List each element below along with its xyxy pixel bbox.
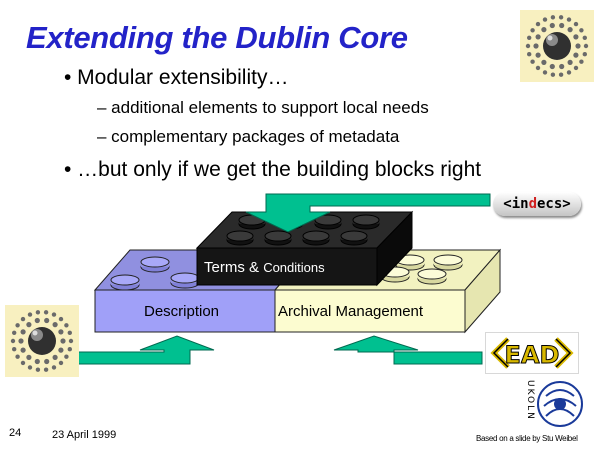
logo-dot bbox=[34, 317, 40, 324]
logo-dot bbox=[35, 367, 41, 372]
logo-dot bbox=[583, 43, 589, 49]
logo-dot bbox=[44, 358, 50, 365]
dublin-core-sphere-icon bbox=[525, 15, 589, 77]
slide-credit: Based on a slide by Stu Weibel bbox=[476, 434, 578, 443]
logo-dot bbox=[64, 323, 69, 328]
logo-dot bbox=[558, 15, 564, 20]
logo-dot bbox=[52, 354, 58, 360]
archival-management-label: Archival Management bbox=[278, 303, 424, 320]
logo-dot bbox=[550, 72, 556, 77]
logo-dot bbox=[541, 59, 547, 65]
dublin-core-logo-bottom bbox=[5, 305, 79, 377]
indecs-logo: <indecs> bbox=[493, 192, 581, 216]
logo-dot bbox=[27, 365, 33, 370]
logo-dot bbox=[27, 312, 33, 317]
logo-dot bbox=[58, 316, 64, 322]
logo-dot bbox=[68, 338, 74, 344]
logo-dot bbox=[549, 22, 555, 29]
logo-dot bbox=[64, 354, 69, 359]
logo-dot bbox=[575, 43, 581, 49]
logo-dot bbox=[533, 43, 539, 49]
logo-dot bbox=[567, 27, 573, 33]
logo-dot bbox=[530, 59, 535, 64]
logo-dot bbox=[34, 358, 40, 365]
logo-dot bbox=[20, 329, 26, 335]
logo-dot bbox=[43, 367, 49, 372]
logo-dot bbox=[58, 347, 64, 353]
logo-dot bbox=[35, 310, 41, 315]
terms-brick-face bbox=[196, 247, 378, 286]
logo-dot bbox=[51, 312, 57, 317]
logo-dot bbox=[535, 52, 541, 58]
description-label: Description bbox=[144, 303, 220, 320]
logo-dot bbox=[579, 59, 584, 64]
logo-dot bbox=[550, 15, 556, 20]
dublin-core-sphere-icon bbox=[10, 310, 74, 372]
logo-dot bbox=[20, 360, 26, 366]
logo-dot bbox=[10, 338, 16, 344]
logo-dot bbox=[20, 347, 26, 353]
logo-dot bbox=[58, 360, 64, 366]
bullet-building-blocks: • …but only if we get the building block… bbox=[64, 158, 482, 181]
logo-dot bbox=[60, 338, 66, 344]
logo-dot bbox=[566, 17, 572, 22]
logo-dot bbox=[582, 52, 587, 57]
logo-dot bbox=[541, 27, 547, 33]
description-brick-face bbox=[94, 289, 276, 333]
logo-dot bbox=[527, 35, 532, 40]
logo-dot bbox=[525, 43, 531, 49]
logo-dot bbox=[535, 65, 541, 71]
logo-dot bbox=[558, 72, 564, 77]
logo-dot bbox=[530, 28, 535, 33]
logo-dot bbox=[12, 347, 17, 352]
logo-dot bbox=[573, 52, 579, 58]
archival-brick-face bbox=[274, 289, 466, 333]
arrow-into-description bbox=[75, 335, 215, 365]
logo-dot bbox=[567, 59, 573, 65]
logo-dot bbox=[67, 330, 72, 335]
logo-dot bbox=[527, 52, 532, 57]
logo-dot bbox=[26, 322, 32, 328]
slide-title: Extending the Dublin Core bbox=[26, 20, 408, 55]
logo-dot bbox=[26, 354, 32, 360]
logo-dot bbox=[535, 21, 541, 27]
ead-logo: EAD bbox=[485, 332, 579, 374]
logo-dot bbox=[549, 63, 555, 70]
logo-dot bbox=[542, 17, 548, 22]
logo-dot bbox=[559, 63, 565, 70]
svg-text:UKOLN: UKOLN bbox=[525, 380, 535, 421]
logo-dot bbox=[20, 316, 26, 322]
sub-bullet-local-needs: – additional elements to support local n… bbox=[97, 98, 429, 117]
logo-dot bbox=[582, 35, 587, 40]
sub-bullet-packages: – complementary packages of metadata bbox=[97, 127, 400, 146]
logo-dot bbox=[18, 338, 24, 344]
svg-text:EAD: EAD bbox=[505, 341, 560, 369]
logo-dot bbox=[43, 310, 49, 315]
slide-number: 24 bbox=[9, 427, 22, 439]
logo-dot bbox=[566, 70, 572, 75]
logo-dot bbox=[15, 354, 20, 359]
logo-dot bbox=[542, 70, 548, 75]
logo-dot bbox=[573, 34, 579, 40]
slide-date: 23 April 1999 bbox=[52, 429, 117, 441]
bullet-modular: • Modular extensibility… bbox=[64, 66, 289, 89]
terms-conditions-label: Terms & Conditions bbox=[204, 259, 325, 276]
logo-dot bbox=[51, 365, 57, 370]
logo-dot bbox=[58, 329, 64, 335]
logo-dot bbox=[579, 28, 584, 33]
arrow-from-indecs bbox=[245, 193, 491, 233]
logo-dot bbox=[573, 65, 579, 71]
logo-dot bbox=[44, 317, 50, 324]
logo-dot bbox=[573, 21, 579, 27]
logo-dot bbox=[559, 22, 565, 29]
logo-dot bbox=[535, 34, 541, 40]
logo-dot bbox=[12, 330, 17, 335]
logo-dot bbox=[52, 322, 58, 328]
logo-dot bbox=[67, 347, 72, 352]
logo-dot bbox=[15, 323, 20, 328]
arrow-into-archival bbox=[333, 335, 483, 365]
dublin-core-logo-top bbox=[520, 10, 594, 82]
ukoln-logo: UKOLN bbox=[522, 374, 584, 434]
